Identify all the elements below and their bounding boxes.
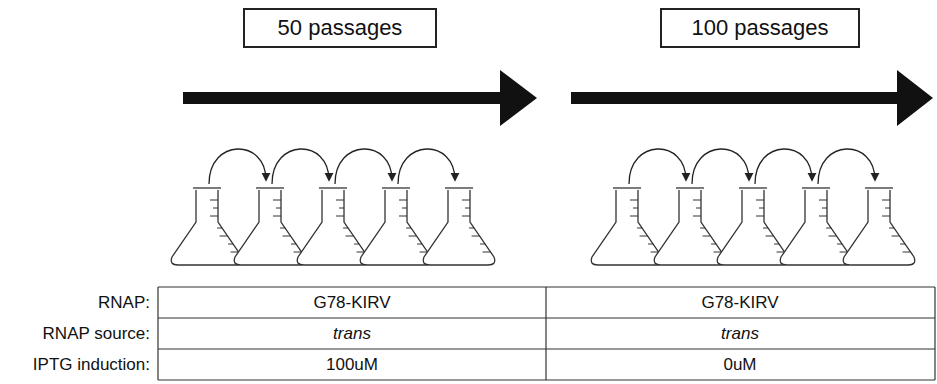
flask-lip [613,187,641,188]
passage-arrow [818,149,875,184]
flask-ticks [882,200,911,252]
row-header: IPTG induction: [33,355,150,375]
flask-lip [445,187,473,188]
flask-ticks [819,200,848,252]
flask-outline [843,190,915,265]
flask [423,188,495,265]
passage-arrow [398,149,455,184]
flask-outline [780,190,852,265]
process-arrow [571,70,933,126]
flask-lip [865,187,893,188]
table-line [934,287,935,380]
table-cell: trans [721,324,759,344]
table-cell: 0uM [723,355,756,375]
passage-arrow [692,149,749,184]
stage-box: 50 passages [243,8,437,48]
flask-outline [234,190,306,265]
big-arrows [183,70,933,126]
passage-arrows [209,149,875,184]
flask [717,188,789,265]
flask-ticks [630,200,659,252]
flask-outline [171,190,243,265]
table-cell: 100uM [326,355,378,375]
table-grid [158,287,935,380]
flask-outline [360,190,432,265]
flask-outline [423,190,495,265]
flask-lip [676,187,704,188]
flask-ticks [693,200,722,252]
flask-ticks [210,200,239,252]
flask-lip [319,187,347,188]
flask [234,188,306,265]
flask [591,188,663,265]
table-line [157,287,158,380]
process-arrow [183,70,537,126]
passage-arrow [755,149,812,184]
flask-lip [739,187,767,188]
flask [843,188,915,265]
flask-ticks [273,200,302,252]
flask [297,188,369,265]
flask-lip [193,187,221,188]
table-cell: trans [333,324,371,344]
flask-ticks [336,200,365,252]
flask [171,188,243,265]
table-cell: G78-KIRV [701,293,778,313]
row-header: RNAP source: [43,324,150,344]
flasks [171,188,915,265]
flask-lip [382,187,410,188]
stage-label: 50 passages [278,15,403,41]
stage-label: 100 passages [692,15,829,41]
flask [360,188,432,265]
flask [780,188,852,265]
flask-outline [654,190,726,265]
flask-outline [591,190,663,265]
flask-outline [717,190,789,265]
flask [654,188,726,265]
flask-lip [802,187,830,188]
row-header: RNAP: [98,293,150,313]
flask-ticks [399,200,428,252]
flask-ticks [756,200,785,252]
passage-arrow [209,149,266,184]
flask-ticks [462,200,491,252]
flask-outline [297,190,369,265]
table-cell: G78-KIRV [313,293,390,313]
flask-lip [256,187,284,188]
stage-box: 100 passages [660,8,860,48]
passage-arrow [272,149,329,184]
table-line [545,287,546,380]
passage-arrow [335,149,392,184]
passage-arrow [629,149,686,184]
